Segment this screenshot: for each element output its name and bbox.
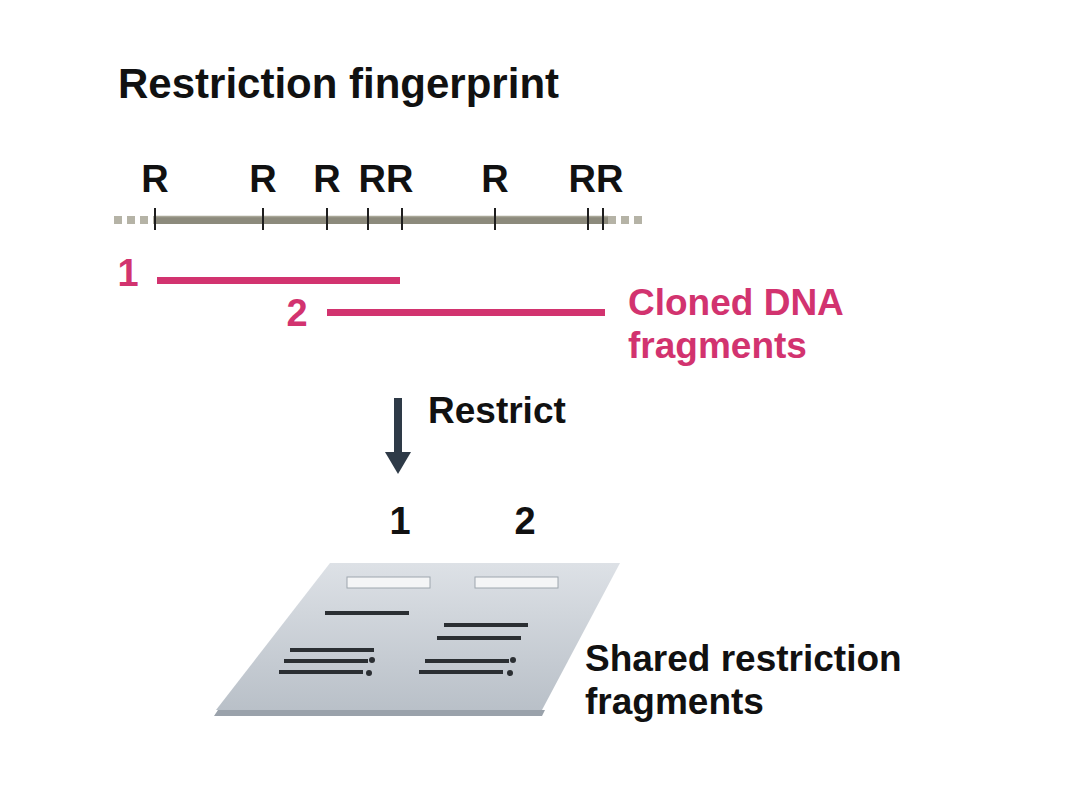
fragment-number: 1 bbox=[117, 252, 138, 296]
gel-bands bbox=[279, 611, 528, 676]
fragment-number: 2 bbox=[286, 292, 307, 336]
restriction-site-ticks bbox=[155, 208, 603, 230]
fragments-caption: Cloned DNA fragments bbox=[628, 282, 928, 367]
restriction-site-label: RR bbox=[359, 158, 414, 202]
restriction-site-label: R bbox=[249, 158, 276, 202]
cloned-fragment-bar bbox=[157, 277, 400, 284]
restriction-site-label: R bbox=[313, 158, 340, 202]
step-label: Restrict bbox=[428, 390, 566, 433]
restriction-site-label: RR bbox=[569, 158, 624, 202]
cloned-fragment-bar bbox=[327, 309, 605, 316]
lane-number: 2 bbox=[514, 500, 535, 544]
process-arrow bbox=[385, 398, 411, 474]
restriction-site-label: R bbox=[481, 158, 508, 202]
diagram-title: Restriction fingerprint bbox=[118, 60, 559, 108]
gel bbox=[214, 563, 620, 716]
bands-caption: Shared restriction fragments bbox=[585, 638, 1025, 723]
restriction-site-label: R bbox=[141, 158, 168, 202]
lane-number: 1 bbox=[389, 500, 410, 544]
genomic-dna bbox=[114, 217, 642, 221]
